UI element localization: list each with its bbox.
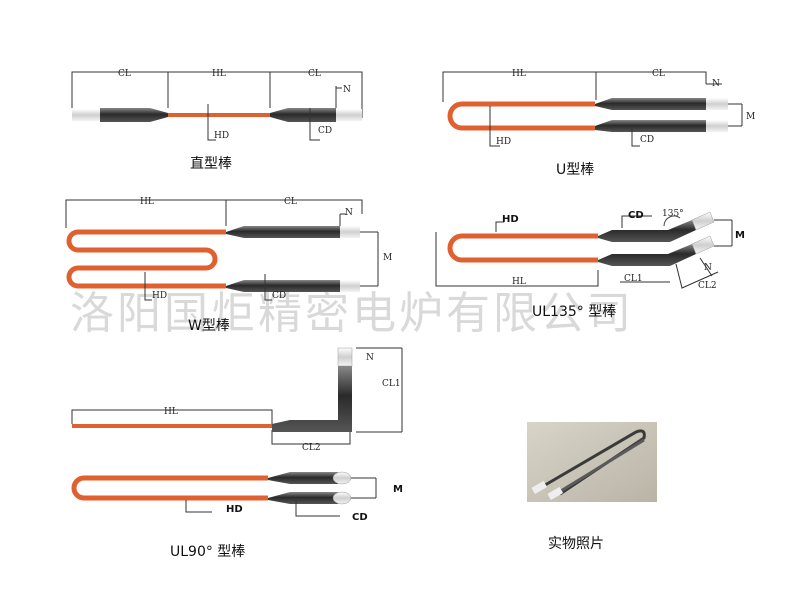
w-lower-terminal — [340, 280, 360, 292]
ul90-bottom-upper-cold-end — [268, 472, 338, 484]
straight-right-terminal — [336, 109, 362, 121]
watermark-text: 洛阳国炬精密电炉有限公司 — [70, 288, 634, 339]
u-hot-zone — [447, 101, 595, 131]
u-label-hl: HL — [512, 69, 526, 79]
ul135-label-cl1: CL1 — [624, 274, 643, 284]
ul90-top-dimension-lines — [71, 347, 403, 445]
u-leader-lines — [489, 83, 743, 147]
w-lower-cold-end — [226, 280, 340, 292]
ul90-top-cold-end — [272, 366, 352, 432]
u-rod-diagram: HL CL N M HD CD U型棒 — [442, 69, 755, 178]
straight-label-n: N — [343, 85, 351, 95]
w-upper-cold-end — [226, 226, 340, 238]
ul135-label-angle: 135° — [662, 209, 684, 219]
u-label-hd: HD — [496, 137, 511, 147]
ul90-bottom-lower-terminal — [332, 491, 352, 505]
straight-label-cl-left: CL — [118, 69, 131, 79]
straight-label-cl-right: CL — [308, 69, 321, 79]
ul135-caption: UL135° 型棒 — [532, 304, 616, 320]
ul90-bottom-leader-lines — [185, 477, 377, 517]
ul90-bottom-caption: UL90° 型棒 — [170, 544, 245, 560]
w-upper-terminal — [340, 226, 360, 238]
straight-dimension-lines — [71, 71, 363, 118]
u-upper-terminal — [706, 98, 728, 110]
photo-terminal-left — [531, 480, 548, 494]
ul135-label-hl: HL — [512, 277, 526, 287]
ul135-upper-cold-end — [598, 220, 696, 242]
straight-rod-diagram: CL HL CL N HD CD 直型棒 — [71, 69, 363, 172]
ul90-bottom-diagram: M HD CD UL90° 型棒 — [71, 471, 403, 560]
ul135-lower-cold-end — [598, 244, 696, 266]
ul90-top-diagram: N CL1 HL CL2 — [71, 347, 403, 453]
straight-label-hd: HD — [214, 131, 229, 141]
straight-caption: 直型棒 — [190, 155, 232, 172]
w-dimension-lines — [65, 199, 363, 228]
straight-leader-lines — [207, 86, 342, 141]
straight-left-terminal — [72, 109, 100, 121]
w-hot-zone — [66, 229, 226, 289]
ul135-label-m: M — [735, 230, 745, 241]
ul135-rod-diagram: HD CD 135° M HL CL1 N CL2 UL135° 型棒 — [435, 209, 745, 320]
straight-hot-zone — [168, 113, 270, 117]
ul135-label-cd: CD — [628, 210, 644, 221]
w-leader-lines — [144, 213, 379, 301]
photo-rod-lower — [555, 438, 645, 496]
u-upper-cold-end — [595, 98, 706, 110]
u-label-n: N — [712, 79, 720, 89]
ul135-lower-terminal — [691, 235, 715, 255]
ul135-label-n: N — [704, 263, 712, 273]
ul90-bottom-label-m: M — [393, 484, 403, 495]
straight-right-cold-end — [270, 108, 336, 122]
u-dimension-lines — [442, 71, 707, 102]
w-label-hl: HL — [140, 197, 154, 207]
w-label-hd: HD — [152, 291, 167, 301]
ul90-bottom-hot-zone — [71, 475, 268, 501]
w-rod-diagram: HL CL N M HD CD W型棒 — [65, 197, 392, 334]
u-lower-cold-end — [595, 120, 706, 132]
w-label-m: M — [383, 253, 392, 263]
ul135-upper-terminal — [691, 211, 715, 231]
straight-label-hl: HL — [212, 69, 226, 79]
ul135-label-cl2: CL2 — [698, 281, 717, 291]
w-label-cl: CL — [284, 197, 297, 207]
ul90-top-hot-zone — [72, 424, 272, 428]
ul90-top-label-hl: HL — [164, 407, 178, 417]
ul90-top-label-cl2: CL2 — [302, 443, 321, 453]
u-caption: U型棒 — [556, 162, 594, 178]
w-label-cd: CD — [272, 291, 286, 301]
straight-label-cd: CD — [318, 126, 332, 136]
ul90-top-terminal — [337, 347, 353, 367]
photo-caption: 实物照片 — [548, 536, 604, 552]
u-label-cd: CD — [640, 135, 654, 145]
w-label-n: N — [345, 208, 353, 218]
straight-left-cold-end — [100, 108, 168, 122]
ul135-hot-zone — [447, 233, 598, 263]
photo-background — [527, 422, 657, 502]
ul90-bottom-upper-terminal — [332, 471, 352, 485]
ul90-top-label-n: N — [366, 353, 374, 363]
ul135-leader-lines — [435, 215, 733, 289]
ul90-bottom-label-hd: HD — [226, 504, 243, 515]
u-lower-terminal — [706, 120, 728, 132]
ul90-bottom-label-cd: CD — [352, 512, 368, 523]
photo-terminal-right — [547, 486, 564, 500]
u-label-cl: CL — [652, 69, 665, 79]
photo-rod-upper — [539, 429, 646, 496]
ul90-bottom-lower-cold-end — [268, 492, 338, 504]
ul90-top-label-cl1: CL1 — [382, 379, 401, 389]
w-caption: W型棒 — [188, 318, 230, 334]
u-label-m: M — [746, 112, 755, 122]
ul135-label-hd: HD — [502, 214, 519, 225]
product-photo: 实物照片 — [527, 422, 657, 552]
